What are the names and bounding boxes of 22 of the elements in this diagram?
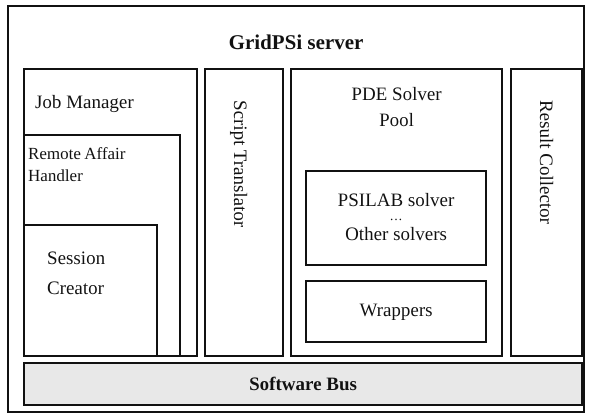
component-label: PSILAB solver <box>336 190 456 212</box>
component-label: Job Manager <box>35 92 135 114</box>
component-box <box>23 68 198 357</box>
component-box <box>510 68 583 357</box>
component-label: Script Translator <box>228 100 250 228</box>
component-label: Result Collector <box>534 100 556 224</box>
component-box <box>23 134 181 357</box>
wrapper-box <box>305 280 487 343</box>
component-label: Remote Affair Handler <box>28 143 126 187</box>
component-box <box>23 224 158 357</box>
component-label: Other solvers <box>344 224 448 246</box>
bus-bar <box>23 362 583 406</box>
component-label: GridPSi server <box>228 31 364 53</box>
component-label: Software Bus <box>248 374 358 396</box>
solver-box <box>305 170 487 266</box>
server-box <box>7 5 585 413</box>
component-box <box>204 68 284 357</box>
component-label: Session Creator <box>47 247 106 301</box>
component-label: PDE Solver Pool <box>350 83 443 133</box>
component-label: … <box>388 209 404 223</box>
component-label: Wrappers <box>358 300 434 322</box>
component-box <box>290 68 503 357</box>
